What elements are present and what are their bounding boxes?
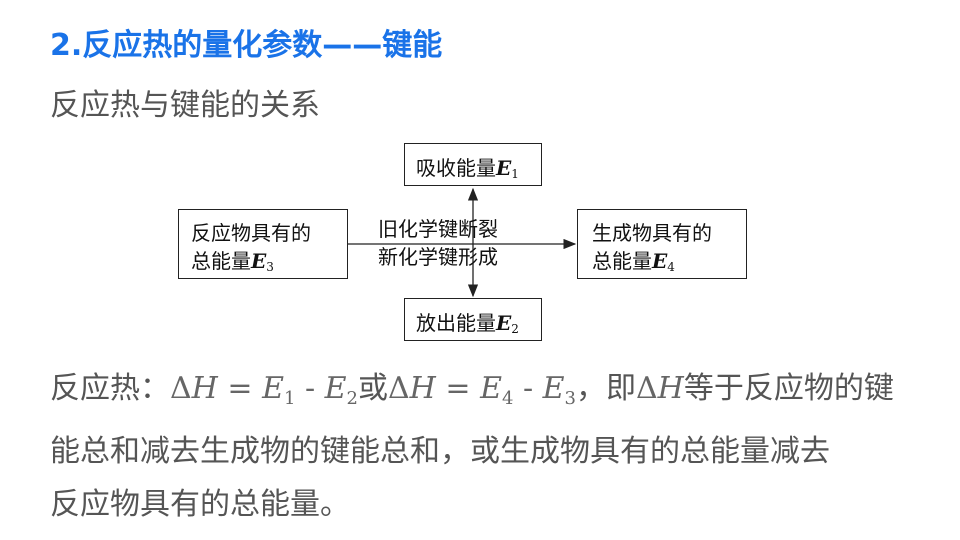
line1-tail: 等于反应物的键 bbox=[683, 371, 894, 406]
paragraph-line1: 反应热：ΔH = E1 - E2或ΔH = E4 - E3，即ΔH等于反应物的键 bbox=[50, 362, 910, 425]
release-energy-var: E bbox=[496, 311, 512, 335]
bond-break-label: 旧化学键断裂 bbox=[378, 217, 498, 241]
page-title: 2.反应热的量化参数——键能 bbox=[50, 28, 443, 63]
explanation-paragraph: 反应热：ΔH = E1 - E2或ΔH = E4 - E3，即ΔH等于反应物的键… bbox=[50, 362, 910, 531]
paragraph-line3: 反应物具有的总能量。 bbox=[50, 487, 350, 522]
release-energy-box: 放出能量E2 bbox=[404, 298, 542, 341]
paragraph-line2: 能总和减去生成物的键能总和，或生成物具有的总能量减去 bbox=[50, 434, 830, 469]
absorb-energy-box: 吸收能量E1 bbox=[404, 143, 542, 186]
equation-1: ΔH = E1 - E2 bbox=[170, 371, 358, 409]
reactant-line1: 反应物具有的 bbox=[191, 221, 311, 245]
absorb-energy-label: 吸收能量 bbox=[416, 156, 496, 180]
prefix-text: 反应热： bbox=[50, 371, 170, 406]
product-line1: 生成物具有的 bbox=[592, 221, 712, 245]
mid-text: ，即 bbox=[576, 371, 636, 406]
release-energy-label: 放出能量 bbox=[416, 311, 496, 335]
product-energy-box: 生成物具有的 总能量E4 bbox=[577, 209, 747, 279]
reactant-sub: 3 bbox=[266, 260, 274, 274]
product-var: E bbox=[652, 249, 668, 273]
product-line2: 总能量 bbox=[592, 249, 652, 273]
release-energy-sub: 2 bbox=[511, 322, 519, 336]
reactant-line2: 总能量 bbox=[191, 249, 251, 273]
bond-form-label: 新化学键形成 bbox=[378, 245, 498, 269]
absorb-energy-var: E bbox=[496, 156, 512, 180]
equation-2: ΔH = E4 - E3 bbox=[388, 371, 576, 409]
reactant-energy-box: 反应物具有的 总能量E3 bbox=[178, 209, 348, 279]
absorb-energy-sub: 1 bbox=[511, 167, 519, 181]
section-subtitle: 反应热与键能的关系 bbox=[50, 88, 320, 123]
equation-3: ΔH bbox=[636, 371, 684, 406]
product-sub: 4 bbox=[667, 260, 675, 274]
reactant-var: E bbox=[251, 249, 267, 273]
bond-change-label: 旧化学键断裂 新化学键形成 bbox=[378, 215, 498, 271]
or-text: 或 bbox=[358, 371, 388, 406]
